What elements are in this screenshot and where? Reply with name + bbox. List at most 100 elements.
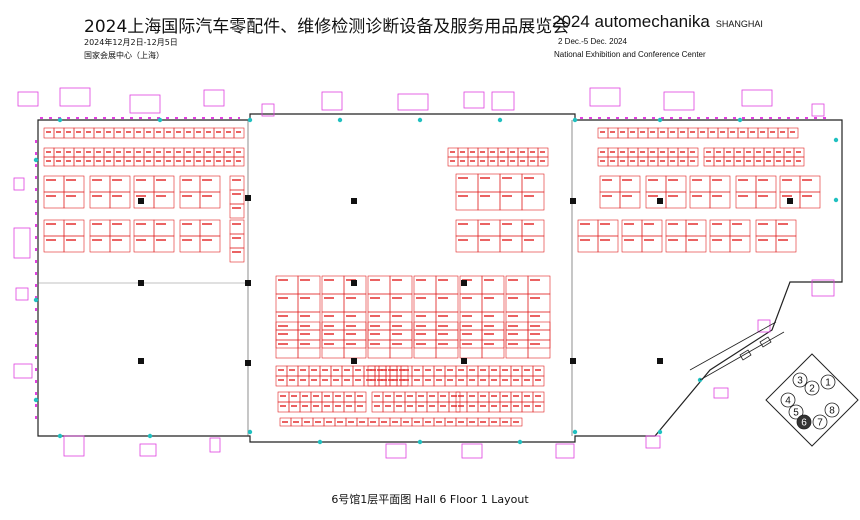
facility-marker: [209, 437, 221, 453]
facility-marker: [17, 91, 39, 107]
facility-marker: [13, 227, 31, 259]
facility-marker: [397, 93, 429, 111]
pillar: [461, 280, 467, 286]
booth-island: [505, 321, 551, 359]
title-english: 2024 automechanika SHANGHAI: [552, 12, 763, 32]
pillar: [657, 198, 663, 204]
facility-marker: [491, 91, 515, 111]
facility-marker: [15, 287, 29, 301]
booth-island: [133, 175, 175, 209]
booth-island: [321, 275, 367, 349]
hall-key-number: 3: [797, 376, 803, 387]
node-marker: [737, 117, 743, 123]
booth-strip: [455, 391, 545, 413]
diagonal-corridor: [689, 321, 785, 381]
booth-island: [413, 321, 459, 359]
booth-strip: [277, 391, 367, 413]
facility-marker: [811, 279, 835, 297]
facility-marker: [461, 443, 483, 459]
facility-marker: [385, 443, 407, 459]
pillar: [657, 358, 663, 364]
facility-marker: [741, 89, 773, 107]
venue-chinese: 国家会展中心（上海）: [84, 51, 164, 60]
venue-english: National Exhibition and Conference Cente…: [554, 50, 706, 59]
booth-island: [229, 219, 245, 263]
node-marker: [833, 137, 839, 143]
title-english-main: 2024 automechanika: [552, 12, 710, 31]
node-marker: [57, 117, 63, 123]
booth-strip: [597, 127, 799, 139]
facility-marker: [59, 87, 91, 107]
facility-marker: [555, 443, 575, 459]
booth-strip: [371, 391, 461, 413]
hall-key-cell: [812, 414, 828, 430]
hall-key-number: 5: [793, 408, 799, 419]
hall-outline: [37, 113, 843, 443]
facility-marker: [321, 91, 343, 111]
facility-marker: [261, 103, 275, 117]
node-marker: [497, 117, 503, 123]
facility-marker: [203, 89, 225, 107]
facility-marker: [13, 177, 25, 191]
booth-strip: [447, 147, 549, 167]
node-marker: [317, 439, 323, 445]
node-marker: [57, 433, 63, 439]
booth-island: [43, 219, 85, 253]
booth-island: [321, 321, 367, 359]
title-english-city: SHANGHAI: [715, 19, 763, 29]
node-marker: [337, 117, 343, 123]
booth-island: [577, 219, 619, 253]
pillar: [351, 358, 357, 364]
booth-strip: [133, 147, 245, 167]
booth-island: [179, 219, 221, 253]
date-english: 2 Dec.-5 Dec. 2024: [558, 37, 627, 46]
title-chinese: 2024上海国际汽车零配件、维修检测诊断设备及服务用品展览会: [84, 17, 570, 37]
pillar: [138, 358, 144, 364]
facility-marker: [63, 435, 85, 457]
booth-island: [499, 173, 545, 211]
hall-key-cell: [788, 404, 804, 420]
facility-marker: [811, 103, 825, 117]
booth-strip: [43, 127, 245, 139]
pillar: [245, 280, 251, 286]
booth-strip: [367, 365, 457, 387]
hall-key-number: 6: [801, 418, 807, 429]
pillar: [245, 195, 251, 201]
node-marker: [147, 433, 153, 439]
hall-key-number: 4: [785, 396, 791, 407]
hall-key-cell: [820, 374, 836, 390]
facility-marker: [139, 443, 157, 457]
booth-island: [89, 175, 131, 209]
hall-key-cell: [796, 414, 812, 430]
booth-island: [229, 175, 245, 219]
booth-island: [665, 219, 707, 253]
hall-key-cell: [824, 402, 840, 418]
booth-island: [275, 321, 321, 359]
booth-island: [735, 175, 777, 209]
pillar: [138, 198, 144, 204]
booth-island: [755, 219, 797, 253]
facility-marker: [589, 87, 621, 107]
node-marker: [572, 429, 578, 435]
booth-island: [179, 175, 221, 209]
booth-island: [43, 175, 85, 209]
facility-marker: [757, 319, 771, 333]
booth-strip: [703, 147, 805, 167]
booth-strip: [597, 147, 699, 167]
booth-island: [367, 321, 413, 359]
pillar: [570, 198, 576, 204]
node-marker: [417, 117, 423, 123]
node-marker: [657, 117, 663, 123]
facility-marker: [13, 363, 33, 379]
facility-marker: [129, 94, 161, 114]
node-marker: [657, 429, 663, 435]
booth-island: [779, 175, 821, 209]
date-chinese: 2024年12月2日-12月5日: [84, 38, 178, 47]
booth-island: [621, 219, 663, 253]
booth-strip: [43, 147, 135, 167]
pillar: [351, 280, 357, 286]
pillar: [787, 198, 793, 204]
hall-key-cell: [780, 392, 796, 408]
